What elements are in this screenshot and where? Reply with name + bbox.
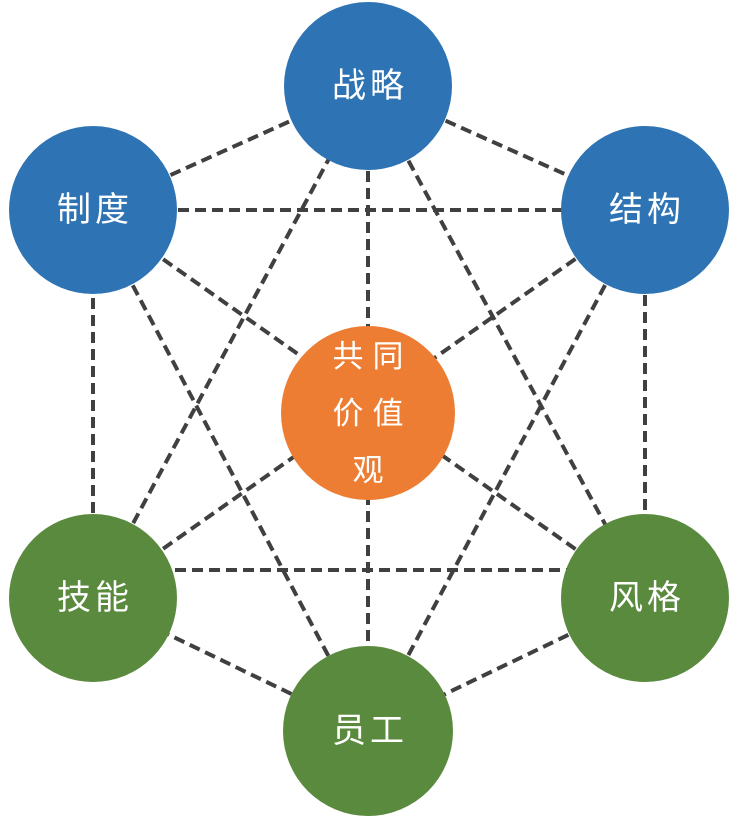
connector-line-style-systems — [91, 208, 647, 600]
connector-line-structure-skills — [91, 208, 647, 600]
node-staff-label: 员工 — [332, 712, 408, 750]
node-systems: 制度 — [9, 126, 177, 294]
connector-line-staff-systems — [91, 209, 370, 732]
node-shared-values-label-line-3: 观 — [352, 452, 393, 488]
connector-line-structure-staff — [366, 209, 647, 732]
node-skills: 技能 — [9, 514, 177, 682]
node-shared-values-label-line-1: 共同 — [332, 338, 413, 374]
node-shared-values-label-line-2: 价值 — [332, 395, 413, 431]
node-skills-label: 技能 — [57, 579, 133, 617]
node-structure: 结构 — [561, 126, 729, 294]
node-strategy: 战略 — [284, 2, 452, 170]
node-staff: 员工 — [283, 646, 453, 816]
connector-line-strategy-style — [366, 85, 647, 599]
node-structure-label: 结构 — [609, 191, 685, 229]
node-strategy-label: 战略 — [332, 67, 408, 105]
connector-line-skills-strategy — [91, 85, 370, 599]
node-style-label: 风格 — [609, 579, 685, 617]
node-systems-label: 制度 — [57, 191, 133, 229]
node-shared-values: 共同价值观 — [281, 326, 455, 500]
node-style: 风格 — [561, 514, 729, 682]
